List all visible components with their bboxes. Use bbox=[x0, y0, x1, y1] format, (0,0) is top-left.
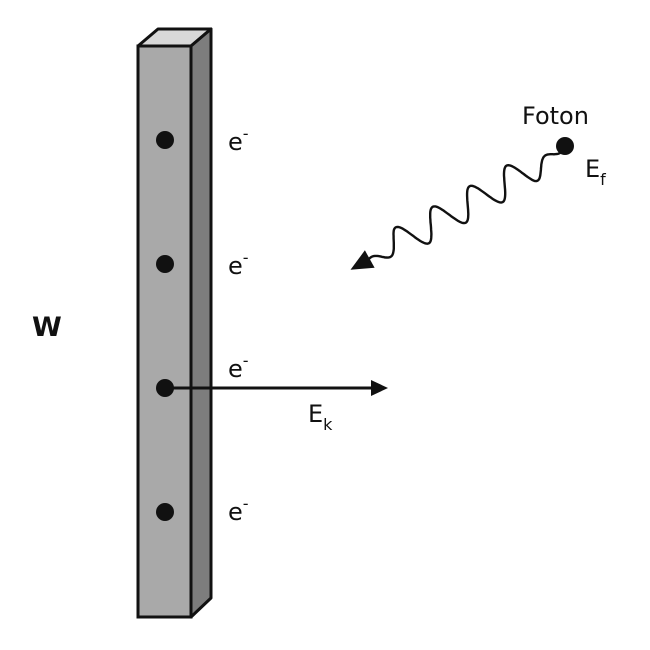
kinetic-energy-label: Ek bbox=[308, 400, 333, 434]
photon-label: Foton bbox=[522, 102, 589, 130]
metal-label: W bbox=[32, 312, 62, 343]
ejection-arrowhead bbox=[371, 380, 388, 396]
photon-arrowhead bbox=[350, 250, 375, 270]
electrons bbox=[156, 131, 174, 521]
metal-plate bbox=[136, 27, 213, 619]
plate-side-face bbox=[189, 27, 213, 619]
photon-wave bbox=[366, 151, 562, 262]
electron-label: e- bbox=[228, 248, 249, 280]
electron-label: e- bbox=[228, 351, 249, 383]
photon-energy-label: Ef bbox=[585, 155, 606, 189]
electron-label: e- bbox=[228, 124, 249, 156]
electron-labels: e- e- e- e- bbox=[228, 124, 249, 526]
kinetic-energy-arrow bbox=[165, 380, 388, 396]
photon-dot bbox=[556, 137, 574, 155]
electron-label: e- bbox=[228, 494, 249, 526]
electron-dot bbox=[156, 503, 174, 521]
electron-dot bbox=[156, 255, 174, 273]
electron-dot bbox=[156, 131, 174, 149]
